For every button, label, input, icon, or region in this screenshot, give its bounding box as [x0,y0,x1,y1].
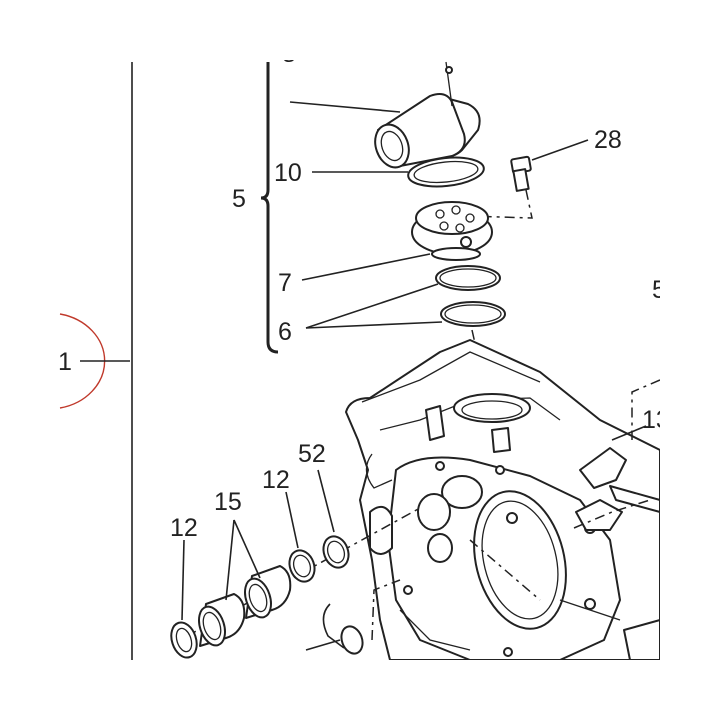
elbow-pipe-part [374,61,481,169]
crankcase-half [345,339,661,661]
bolt-axis [469,189,533,219]
leader-6a [305,283,439,329]
seal-12-left [170,621,198,659]
snap-ring-10 [407,156,485,188]
callout-10: 10 [274,159,302,187]
group-5-bracket [260,62,279,354]
leader-7 [301,253,431,281]
leader-12-left [181,539,185,621]
callout-52: 52 [298,440,326,468]
callout-1: 1 [58,348,72,376]
callout-5: 5 [232,185,246,213]
bolt-28 [510,155,532,192]
callout-7: 7 [278,269,292,297]
callout-12-left: 12 [170,514,198,542]
leader-8-pipe [289,101,401,113]
thermostat-7 [411,201,493,261]
seal-12-mid [288,549,316,583]
leader-15a [233,519,261,579]
leader-15b [225,519,235,601]
callout-6: 6 [278,318,292,346]
leader-12-mid [285,491,299,549]
spring-clip [305,603,364,655]
callout-28: 28 [594,126,622,154]
leader-6b [305,321,443,329]
corner-mask-right [660,0,720,720]
bracket-13 [631,379,661,440]
lower-dash-line [371,579,401,641]
needle-bearing-15a [244,565,292,619]
o-rings-6 [435,265,506,327]
callout-12-mid: 12 [262,466,290,494]
corner-mask-top [0,0,720,60]
needle-bearing-15b [198,593,246,647]
mid-dash-line [469,539,541,601]
leader-52 [317,469,335,533]
callout-15: 15 [214,488,242,516]
leader-28 [531,139,589,161]
circlip-52 [322,535,350,569]
corner-mask [0,660,720,720]
leader-13 [611,425,647,441]
